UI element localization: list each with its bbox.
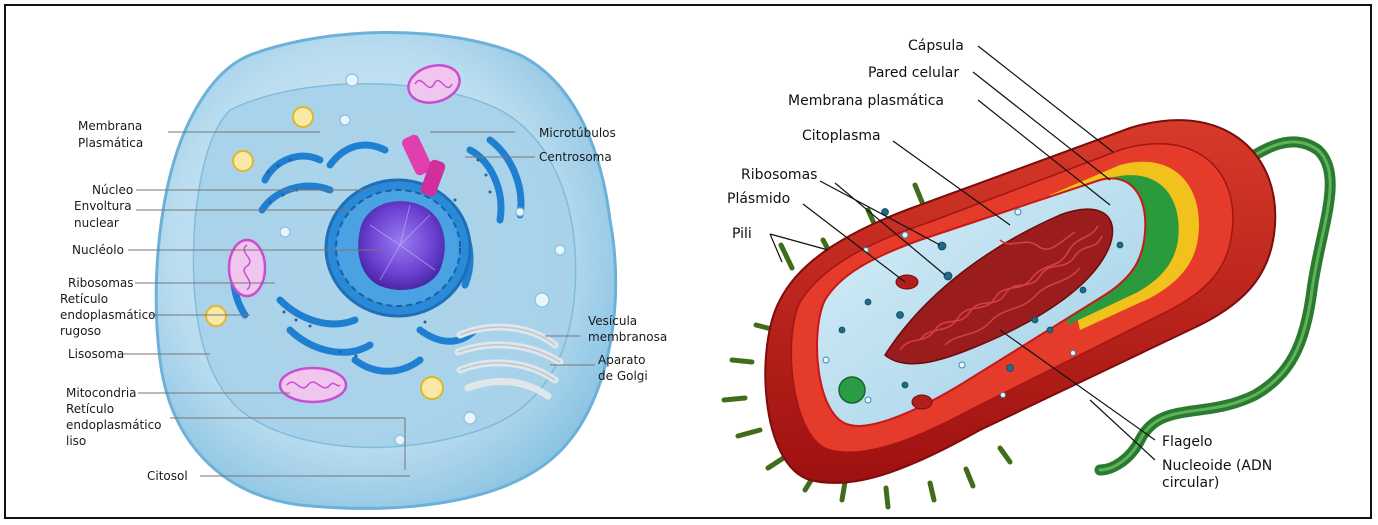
label-nucleolo: Nucléolo <box>72 243 124 257</box>
label-pili: Pili <box>732 226 752 242</box>
label-vesicula-2: membranosa <box>588 330 667 344</box>
inclusion-body <box>839 377 865 403</box>
label-reticulo-liso-1: Retículo <box>66 402 114 416</box>
label-plasmido: Plásmido <box>727 191 790 207</box>
label-pared-celular: Pared celular <box>868 65 959 81</box>
label-nucleoide-1: Nucleoide (ADN <box>1162 458 1272 474</box>
label-nucleo: Núcleo <box>92 183 133 197</box>
label-plasmatica: Plasmática <box>78 136 143 150</box>
label-ribosomas-bact: Ribosomas <box>741 167 817 183</box>
label-nuclear: nuclear <box>74 216 119 230</box>
label-reticulo-rugoso-2: endoplasmático <box>60 308 156 322</box>
label-nucleoide-2: circular) <box>1162 475 1219 491</box>
label-reticulo-rugoso-3: rugoso <box>60 324 101 338</box>
label-vesicula-1: Vesícula <box>588 314 637 328</box>
label-centrosoma: Centrosoma <box>539 150 612 164</box>
label-membrana-plasmatica: Membrana plasmática <box>788 93 944 109</box>
label-aparato-2: de Golgi <box>598 369 648 383</box>
label-reticulo-liso-3: liso <box>66 434 86 448</box>
label-reticulo-liso-2: endoplasmático <box>66 418 162 432</box>
label-microtubulos: Microtúbulos <box>539 126 616 140</box>
animal-cell <box>156 33 615 509</box>
label-mitocondria: Mitocondria <box>66 386 137 400</box>
label-lisosoma: Lisosoma <box>68 347 124 361</box>
label-reticulo-rugoso-1: Retículo <box>60 292 108 306</box>
label-capsula: Cápsula <box>908 38 964 54</box>
label-citoplasma: Citoplasma <box>802 128 881 144</box>
label-flagelo: Flagelo <box>1162 434 1212 450</box>
label-aparato-1: Aparato <box>598 353 646 367</box>
label-ribosomas: Ribosomas <box>68 276 134 290</box>
label-envoltura: Envoltura <box>74 199 132 213</box>
label-citosol: Citosol <box>147 469 188 483</box>
label-membrana: Membrana <box>78 119 142 133</box>
